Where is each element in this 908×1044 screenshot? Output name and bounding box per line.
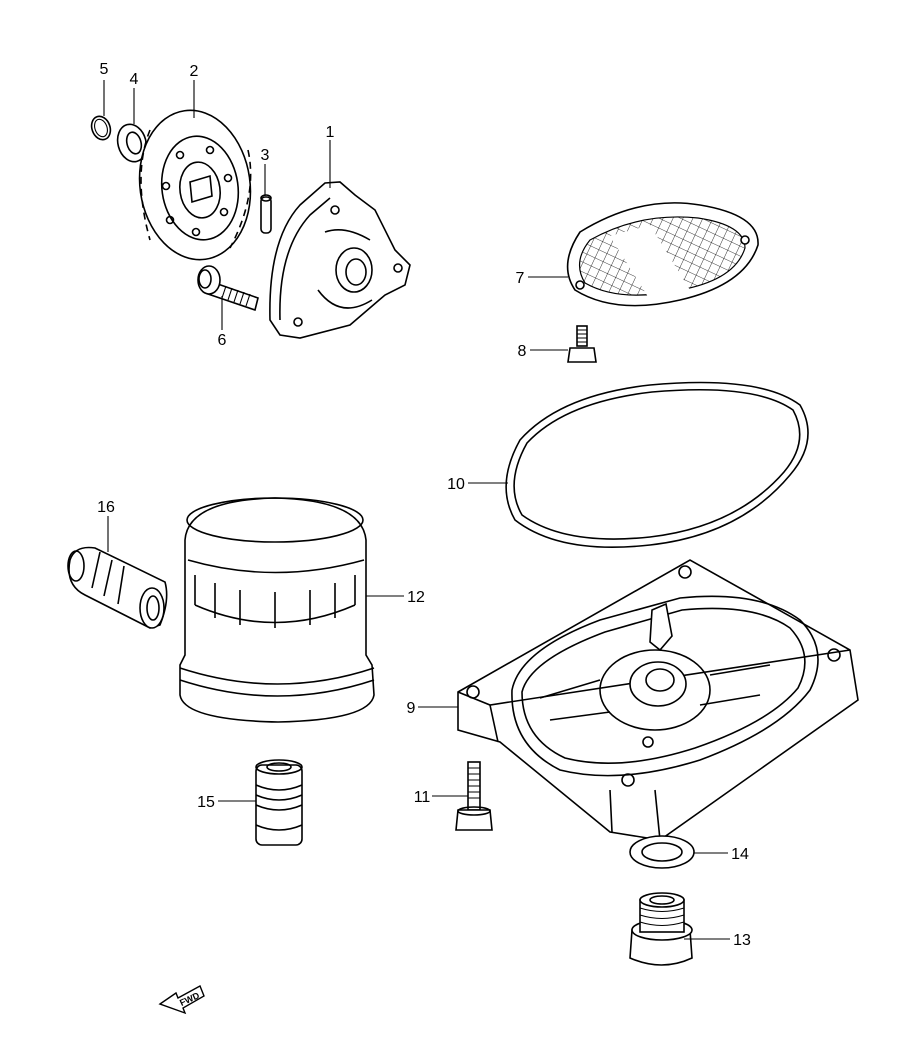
oil-strainer-part — [566, 202, 759, 307]
oil-pan-part — [457, 559, 859, 841]
washer-part — [116, 123, 148, 163]
gasket-part — [505, 381, 809, 549]
oil-pump-body-part — [269, 181, 411, 339]
drain-plug-part — [629, 892, 693, 966]
callout-5: 5 — [100, 61, 109, 78]
union-bolt-part — [255, 759, 303, 846]
drain-washer-part — [629, 835, 695, 869]
callout-12: 12 — [407, 589, 425, 606]
callout-16: 16 — [97, 499, 115, 516]
callout-13: 13 — [733, 932, 751, 949]
callout-1: 1 — [326, 124, 335, 141]
pin-part — [260, 194, 272, 234]
callout-2: 2 — [190, 63, 199, 80]
callout-3: 3 — [261, 147, 270, 164]
bolt-part-8 — [567, 325, 597, 363]
callout-6: 6 — [218, 332, 227, 349]
oil-pressure-switch-part — [67, 546, 168, 629]
callout-labels: 5 4 2 3 1 6 7 8 10 16 12 9 15 11 14 13 — [97, 61, 751, 949]
callout-7: 7 — [516, 270, 525, 287]
callout-15: 15 — [197, 794, 215, 811]
callout-10: 10 — [447, 476, 465, 493]
bolt-part-6 — [197, 265, 259, 312]
callout-14: 14 — [731, 846, 749, 863]
forward-arrow-icon: FWD — [158, 985, 205, 1015]
oil-pump-gear-part — [138, 109, 252, 261]
leader-lines — [103, 80, 730, 940]
oil-filter-part — [179, 497, 375, 723]
bolt-part-11 — [455, 761, 493, 831]
circlip-part — [90, 115, 112, 141]
callout-4: 4 — [130, 71, 139, 88]
callout-11: 11 — [414, 789, 431, 806]
callout-8: 8 — [518, 343, 527, 360]
callout-9: 9 — [407, 700, 416, 717]
